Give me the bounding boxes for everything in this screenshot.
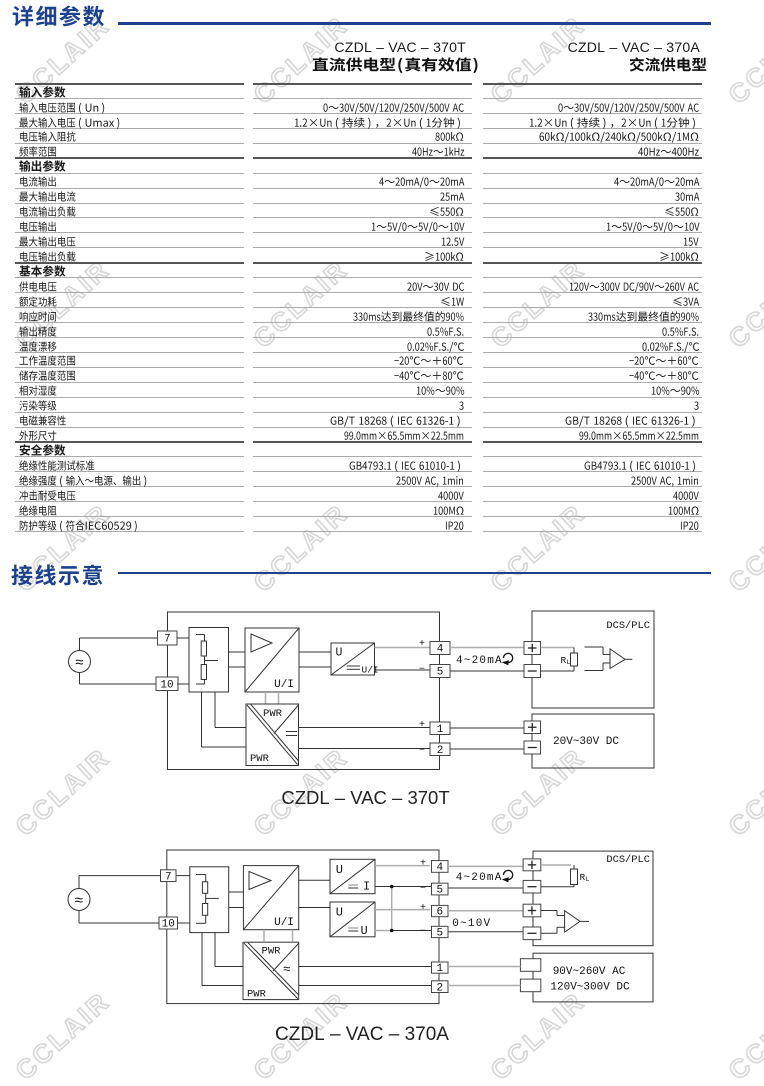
svg-text:10: 10 <box>162 919 175 931</box>
svg-text:U: U <box>336 906 343 920</box>
svg-text:R: R <box>580 872 586 883</box>
svg-text:+: + <box>420 859 426 870</box>
svg-text:U/I: U/I <box>274 679 294 691</box>
svg-text:5: 5 <box>436 885 443 897</box>
svg-text:4~20mA: 4~20mA <box>456 872 503 884</box>
svg-text:4~20mA: 4~20mA <box>456 655 503 667</box>
svg-text:7: 7 <box>165 871 172 883</box>
svg-text:≈: ≈ <box>74 893 83 910</box>
svg-text:0~10V: 0~10V <box>452 918 491 930</box>
svg-text:PWR: PWR <box>247 989 267 1001</box>
svg-text:PWR: PWR <box>250 753 270 765</box>
svg-text:4: 4 <box>436 862 443 874</box>
svg-text:5: 5 <box>437 667 444 679</box>
svg-text:−: − <box>420 927 426 938</box>
svg-text:U: U <box>336 647 343 660</box>
svg-text:120V~300V DC: 120V~300V DC <box>550 982 630 994</box>
svg-text:L: L <box>586 876 590 883</box>
svg-text:10: 10 <box>160 679 173 691</box>
svg-text:I: I <box>363 880 370 894</box>
svg-text:−: − <box>419 746 425 757</box>
svg-text:2: 2 <box>436 982 443 994</box>
svg-text:1: 1 <box>437 724 444 736</box>
svg-text:U/I: U/I <box>362 665 379 676</box>
svg-text:90V~260V AC: 90V~260V AC <box>553 966 626 978</box>
svg-text:PWR: PWR <box>262 946 282 958</box>
svg-text:−: − <box>419 665 425 676</box>
svg-text:6: 6 <box>436 907 443 919</box>
svg-text:DCS/PLC: DCS/PLC <box>606 854 650 866</box>
svg-text:+: + <box>419 720 425 731</box>
svg-text:4: 4 <box>437 644 444 656</box>
svg-text:7: 7 <box>164 634 171 646</box>
svg-text:20V~30V DC: 20V~30V DC <box>553 736 619 748</box>
svg-text:PWR: PWR <box>263 708 283 720</box>
svg-text:U/I: U/I <box>274 917 294 929</box>
svg-text:≈: ≈ <box>283 962 291 977</box>
svg-text:+: + <box>419 639 425 650</box>
svg-text:U: U <box>361 924 368 938</box>
svg-text:−: − <box>420 884 426 895</box>
svg-text:2: 2 <box>437 745 444 757</box>
svg-text:+: + <box>420 903 426 914</box>
svg-text:R: R <box>561 655 567 666</box>
svg-text:≈: ≈ <box>75 655 84 672</box>
svg-text:DCS/PLC: DCS/PLC <box>606 620 650 632</box>
svg-text:1: 1 <box>436 963 443 975</box>
svg-text:U: U <box>336 863 343 877</box>
svg-text:L: L <box>567 659 571 666</box>
svg-text:5: 5 <box>436 928 443 940</box>
